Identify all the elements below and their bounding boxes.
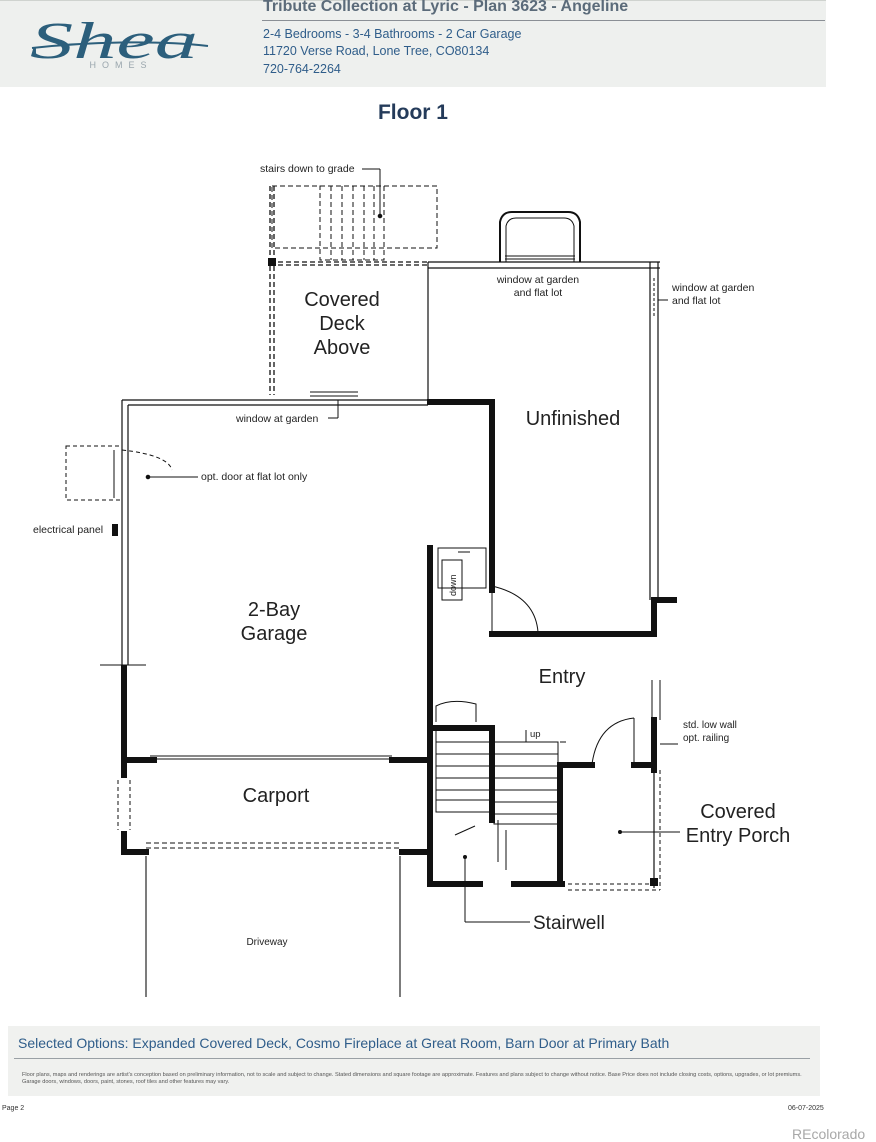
- floor-plan-drawing: Covered Deck Above Unfinished 2-Bay Gara…: [33, 163, 790, 997]
- plan-specs: 2-4 Bedrooms - 3-4 Bathrooms - 2 Car Gar…: [263, 27, 522, 41]
- bay-window: [499, 211, 581, 262]
- plan-address: 11720 Verse Road, Lone Tree, CO80134: [263, 44, 490, 58]
- logo-swash: [31, 41, 209, 49]
- floor-plan-sheet: Shea HOMES Tribute Collection at Lyric -…: [0, 0, 826, 1112]
- header-band: Shea HOMES Tribute Collection at Lyric -…: [0, 0, 826, 87]
- window-right-note-2: and flat lot: [672, 295, 721, 307]
- driveway-label: Driveway: [246, 937, 287, 948]
- footer-band: [8, 1026, 820, 1096]
- header-top-rule: [0, 0, 826, 1]
- window-garden-note: window at garden: [235, 413, 318, 425]
- window-marks: [310, 255, 661, 720]
- footer-rule: [14, 1058, 810, 1059]
- logo-wordmark: Shea: [30, 13, 198, 70]
- plan-title: Tribute Collection at Lyric - Plan 3623 …: [263, 0, 629, 15]
- selected-options: Selected Options: Expanded Covered Deck,…: [18, 1035, 670, 1051]
- down-note: down: [448, 574, 458, 596]
- optional-door: [65, 445, 173, 501]
- covered-deck-label-3: Above: [314, 337, 371, 359]
- disclaimer-text: Floor plans, maps and renderings are art…: [22, 1072, 802, 1085]
- garage-label-2: Garage: [241, 623, 308, 645]
- covered-deck-outline: [269, 186, 428, 395]
- stairwell-label: Stairwell: [533, 913, 605, 934]
- opt-door-note: opt. door at flat lot only: [201, 471, 308, 483]
- watermark: REcolorado: [792, 1126, 866, 1142]
- porch-outline: [568, 770, 661, 891]
- electrical-panel-note: electrical panel: [33, 524, 103, 536]
- print-date: 06-07-2025: [788, 1105, 824, 1112]
- low-wall-note-1: std. low wall: [683, 720, 737, 731]
- floor-title: Floor 1: [377, 101, 448, 124]
- window-top-note-1: window at garden: [496, 274, 579, 286]
- porch-label-2: Entry Porch: [686, 825, 790, 847]
- interior-stairs: [435, 729, 559, 870]
- header-separator: [262, 20, 825, 21]
- porch-label-1: Covered: [700, 801, 776, 823]
- low-wall-note-2: opt. railing: [683, 733, 729, 744]
- page-number: Page 2: [2, 1105, 25, 1112]
- covered-deck-label-1: Covered: [304, 289, 380, 311]
- interior-walls: [121, 399, 677, 887]
- porch-door-swing: [591, 717, 635, 765]
- window-top-note-2: and flat lot: [514, 287, 563, 299]
- electrical-panel-mark: [112, 524, 118, 536]
- stairs-down-note: stairs down to grade: [260, 163, 355, 175]
- exterior-stairs: [271, 185, 438, 261]
- unfinished-label: Unfinished: [526, 408, 621, 430]
- shea-homes-logo: Shea HOMES: [30, 13, 209, 70]
- covered-deck-label-2: Deck: [319, 313, 366, 335]
- carport-label: Carport: [243, 785, 310, 807]
- entry-label: Entry: [539, 666, 586, 688]
- entry-door-swing: [491, 585, 539, 633]
- plan-phone: 720-764-2264: [263, 62, 341, 76]
- up-note: up: [530, 729, 541, 740]
- window-right-note-1: window at garden: [671, 282, 754, 294]
- logo-subtitle: HOMES: [89, 60, 152, 70]
- garage-label-1: 2-Bay: [248, 599, 300, 621]
